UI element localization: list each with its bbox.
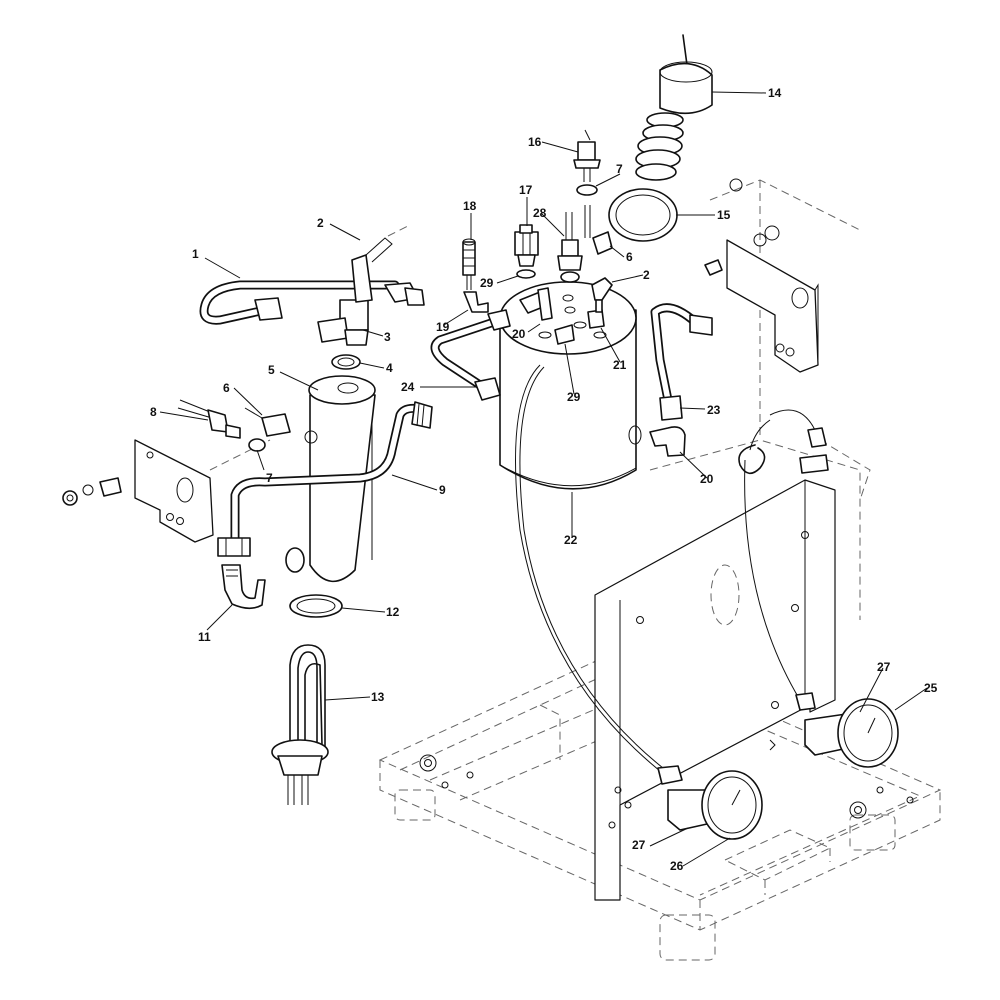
callout-27: 27	[877, 660, 891, 674]
callout-24: 24	[401, 380, 415, 394]
callout-4: 4	[386, 361, 393, 375]
callout-20: 20	[700, 472, 714, 486]
callout-16: 16	[528, 135, 542, 149]
callout-3: 3	[384, 330, 391, 344]
callout-6: 6	[223, 381, 230, 395]
elbow-fitting-right	[649, 426, 686, 457]
callout-11: 11	[198, 630, 211, 644]
mounting-plate	[594, 479, 836, 901]
elbow-fitting	[221, 564, 266, 610]
callout-27: 27	[632, 838, 646, 852]
boiler-fittings	[462, 129, 613, 345]
capillary-tubes	[515, 364, 829, 776]
pipe-24	[430, 309, 511, 401]
callout-29: 29	[567, 390, 581, 404]
pipe-1	[199, 280, 425, 325]
callout-12: 12	[386, 605, 400, 619]
tee-fitting	[317, 224, 411, 346]
callout-22: 22	[564, 533, 578, 547]
callout-25: 25	[924, 681, 938, 695]
main-boiler	[499, 281, 642, 490]
callout-8: 8	[150, 405, 157, 419]
callout-labels: 1 2 2 3 4 5 6 6 7 7 8 9 11 12 13 14 15 1…	[150, 86, 938, 873]
gasket-ring	[608, 188, 678, 242]
callout-5: 5	[268, 363, 275, 377]
callout-7: 7	[616, 162, 623, 176]
callout-23: 23	[707, 403, 721, 417]
back-bracket	[704, 178, 819, 373]
small-boiler	[285, 375, 376, 583]
callout-20: 20	[512, 327, 526, 341]
left-bracket	[62, 439, 271, 543]
callout-15: 15	[717, 208, 731, 222]
pressure-gauge	[657, 765, 763, 840]
o-ring-heater	[289, 594, 343, 618]
o-ring	[331, 354, 361, 370]
callout-1: 1	[192, 247, 199, 261]
callout-17: 17	[519, 183, 533, 197]
callout-14: 14	[768, 86, 782, 100]
callout-7: 7	[266, 471, 273, 485]
callout-29: 29	[480, 276, 494, 290]
machine-frame	[378, 179, 942, 961]
pipe-23	[650, 303, 713, 421]
probe-fittings-left	[177, 399, 318, 452]
callout-18: 18	[463, 199, 477, 213]
heating-coil	[635, 34, 713, 181]
callout-26: 26	[670, 859, 684, 873]
callout-2: 2	[317, 216, 324, 230]
pressure-gauge-right	[795, 692, 899, 768]
callout-19: 19	[436, 320, 450, 334]
callout-6: 6	[626, 250, 633, 264]
callout-21: 21	[613, 358, 627, 372]
leader-lines	[159, 91, 928, 867]
heating-element	[271, 644, 329, 805]
callout-9: 9	[439, 483, 446, 497]
pipe-9	[217, 401, 433, 557]
callout-13: 13	[371, 690, 385, 704]
callout-28: 28	[533, 206, 547, 220]
callout-2: 2	[643, 268, 650, 282]
